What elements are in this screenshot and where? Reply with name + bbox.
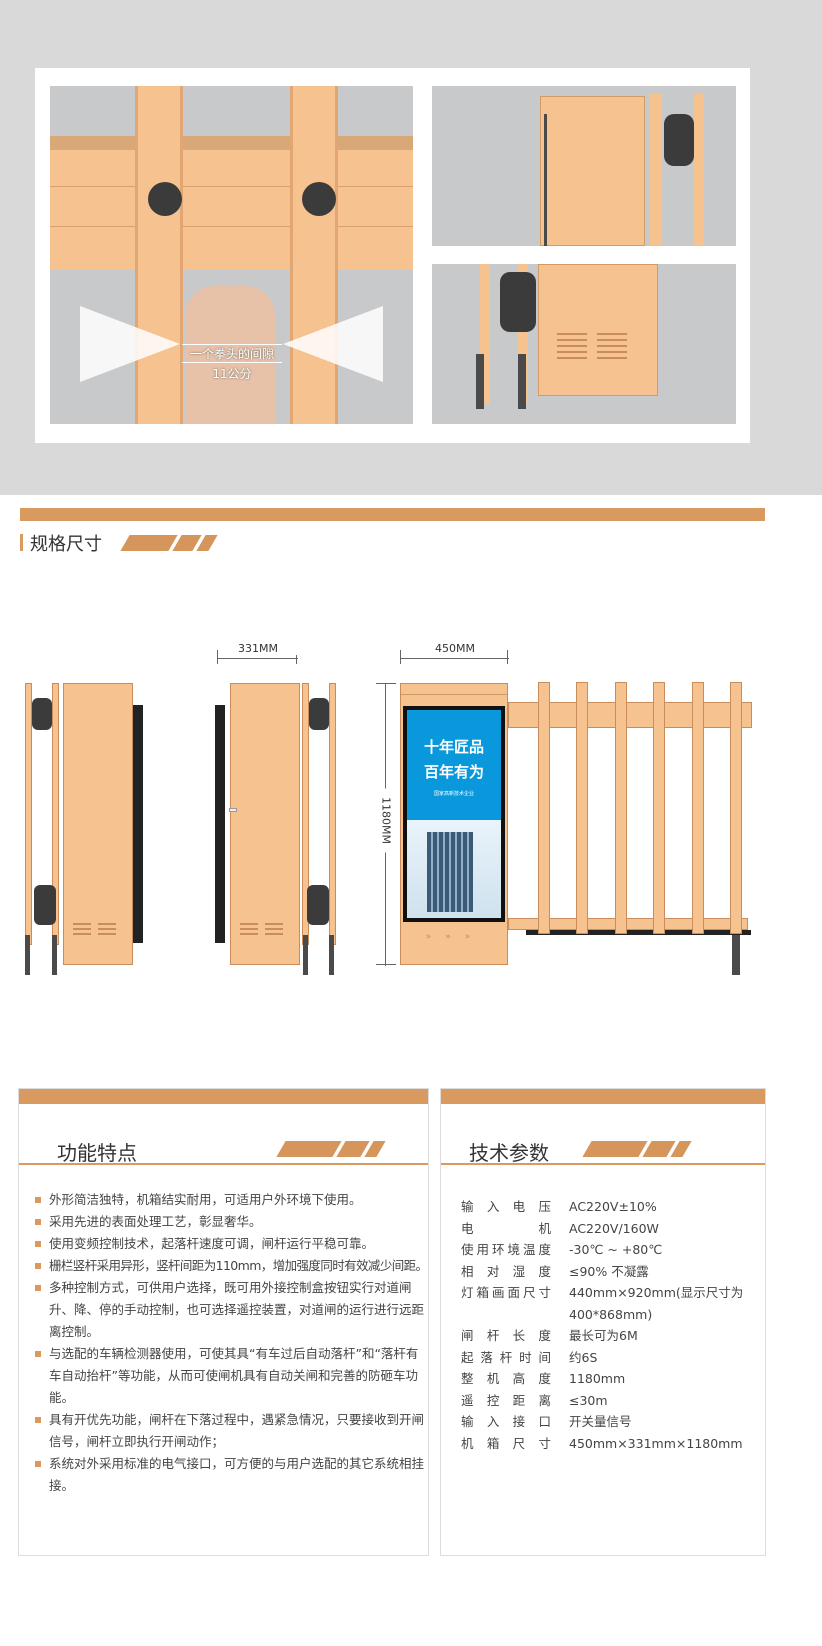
feature-item: 具有开优先功能，闸杆在下落过程中，遇紧急情况，只要接收到开闸信号，闸杆立即执行开… xyxy=(33,1409,425,1453)
side-view-left xyxy=(20,680,150,980)
spec-row: 遥控距离≤30m xyxy=(461,1392,608,1408)
spec-row: 输入接口开关量信号 xyxy=(461,1414,632,1429)
decorative-stripes xyxy=(276,1141,386,1157)
gap-value: 11公分 xyxy=(212,367,252,381)
cabinet-side-photo xyxy=(432,264,736,424)
height-label: 1180MM xyxy=(379,788,393,853)
lightbox-screen: 十年匠品 百年有为 国家高新技术企业 xyxy=(403,706,505,922)
screen-slogan-2: 百年有为 xyxy=(423,763,484,781)
motor-closeup-photo xyxy=(432,86,736,246)
bolt-icon xyxy=(148,182,182,216)
photo-banner: 一个拳头的间隙 11公分 xyxy=(0,0,822,495)
title-marker xyxy=(20,534,23,551)
feature-item: 多种控制方式，可供用户选择，既可用外接控制盒按钮实行对道闸升、降、停的手动控制，… xyxy=(33,1277,425,1343)
depth-label: 331MM xyxy=(218,642,298,655)
features-list: 外形简洁独特，机箱结实耐用，可适用户外环境下使用。 采用先进的表面处理工艺，彰显… xyxy=(33,1189,428,1497)
side-view-right xyxy=(215,680,345,980)
feature-item: 外形简洁独特，机箱结实耐用，可适用户外环境下使用。 xyxy=(33,1189,425,1211)
bolt-icon xyxy=(302,182,336,216)
spec-row: 闸杆长度最长可为6M xyxy=(461,1328,638,1343)
spec-row: 起落杆时间约6S xyxy=(461,1349,598,1365)
height-dimension: 1180MM xyxy=(376,683,396,966)
spec-row: 相对湿度≤90% 不凝露 xyxy=(461,1263,649,1279)
fence-gap-photo: 一个拳头的间隙 11公分 xyxy=(50,86,413,424)
features-panel: 功能特点 外形简洁独特，机箱结实耐用，可适用户外环境下使用。 采用先进的表面处理… xyxy=(18,1088,429,1556)
feature-item: 采用先进的表面处理工艺，彰显奢华。 xyxy=(33,1211,425,1233)
tech-title: 技术参数 xyxy=(469,1141,549,1165)
spec-row: 使用环境温度-30℃ ~ +80℃ xyxy=(461,1242,663,1257)
front-cabinet: 十年匠品 百年有为 国家高新技术企业 »»» xyxy=(400,683,508,965)
spec-section-title: 规格尺寸 xyxy=(30,534,102,555)
feature-item: 使用变频控制技术，起落杆速度可调，闸杆运行平稳可靠。 xyxy=(33,1233,425,1255)
section-divider xyxy=(20,508,765,521)
screen-slogan-1: 十年匠品 xyxy=(423,738,484,756)
arrow-right-icon xyxy=(283,306,383,382)
feature-item: 栅栏竖杆采用异形，竖杆间距为110mm，增加强度同时有效减少间距。 xyxy=(33,1255,428,1277)
width-label: 450MM xyxy=(425,642,485,655)
building-image xyxy=(407,820,501,918)
depth-dimension: 331MM xyxy=(217,642,298,664)
fist-image xyxy=(185,286,275,424)
motor-icon xyxy=(664,114,694,166)
feature-item: 与选配的车辆检测器使用，可使其具“有车过后自动落杆”和“落杆有车自动抬杆”等功能… xyxy=(33,1343,425,1409)
decorative-stripes xyxy=(120,535,218,551)
feature-item: 系统对外采用标准的电气接口，可方便的与用户选配的其它系统相挂接。 xyxy=(33,1453,425,1497)
screen-slogan-3: 国家高新技术企业 xyxy=(433,791,474,797)
arrow-left-icon xyxy=(80,306,180,382)
chevrons-icon: »»» xyxy=(425,932,485,942)
fence-arm xyxy=(508,680,753,980)
decorative-stripes xyxy=(582,1141,692,1157)
width-dimension: 450MM xyxy=(400,642,509,664)
features-title: 功能特点 xyxy=(57,1141,137,1165)
gap-label: 一个拳头的间隙 xyxy=(182,344,282,363)
